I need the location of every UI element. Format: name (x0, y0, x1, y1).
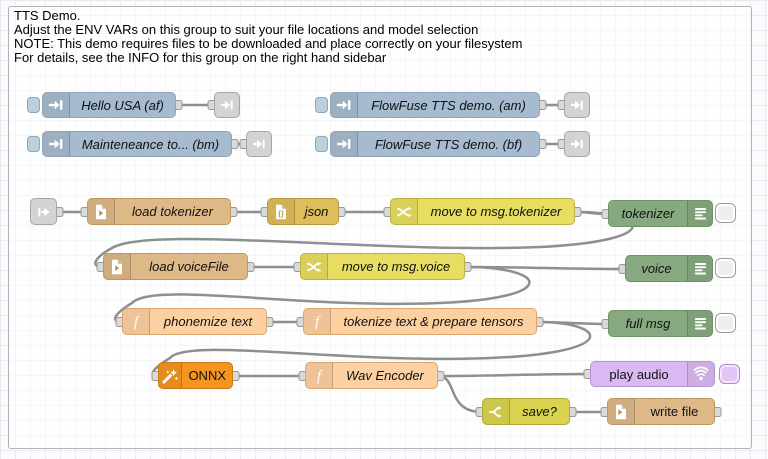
debug-icon (687, 311, 712, 336)
node-label: ONNX (188, 368, 226, 383)
debug-toggle-button[interactable] (715, 313, 736, 333)
node-json[interactable]: {} json (267, 198, 339, 225)
group-info-line: TTS Demo. (14, 8, 81, 23)
node-debug-voice[interactable]: voice (625, 255, 713, 282)
function-icon: f (306, 363, 333, 388)
wire[interactable] (151, 320, 592, 378)
node-label: voice (641, 261, 672, 276)
file-icon (88, 199, 115, 224)
wire[interactable] (113, 265, 531, 324)
node-label: json (304, 204, 329, 219)
node-label: FlowFuse TTS demo. (am) (371, 97, 526, 113)
json-icon: {} (268, 199, 295, 224)
group-info-line: NOTE: This demo requires files to be dow… (14, 36, 523, 51)
node-label: tokenizer (621, 206, 675, 221)
svg-text:f: f (315, 314, 321, 330)
link-out-icon (571, 139, 583, 149)
debug-icon (687, 256, 712, 281)
inject-button[interactable] (315, 97, 328, 113)
inject-button[interactable] (315, 136, 328, 152)
node-debug-full-msg[interactable]: full msg (608, 310, 713, 337)
node-load-voicefile[interactable]: load voiceFile (103, 253, 248, 280)
node-write-file[interactable]: write file (607, 398, 715, 425)
node-link-in[interactable] (30, 198, 57, 225)
debug-toggle-button[interactable] (715, 258, 736, 278)
node-label: phonemize text (163, 314, 253, 329)
debug-icon (687, 201, 712, 226)
node-label: move to msg.voice (341, 259, 451, 274)
svg-text:f: f (134, 314, 140, 330)
wire[interactable] (437, 374, 483, 414)
node-inject-maintenance[interactable]: Mainteneance to... (bm) (42, 131, 232, 157)
file-icon (104, 254, 131, 279)
node-play-audio[interactable]: play audio (590, 361, 715, 387)
inject-button[interactable] (27, 97, 40, 113)
link-out-icon (221, 100, 233, 110)
magic-wand-icon (159, 363, 183, 388)
change-shuffle-icon (301, 254, 328, 279)
node-label: full msg (625, 316, 671, 331)
node-inject-hello-usa[interactable]: Hello USA (af) (42, 92, 176, 118)
node-link-out[interactable] (214, 92, 240, 118)
node-link-out[interactable] (564, 92, 590, 118)
svg-text:{}: {} (278, 209, 284, 218)
node-switch-save[interactable]: save? (482, 398, 570, 425)
node-inject-flowfuse-am[interactable]: FlowFuse TTS demo. (am) (330, 92, 540, 118)
node-label: move to msg.tokenizer (430, 204, 562, 219)
inject-button[interactable] (27, 136, 40, 152)
link-in-icon (37, 207, 50, 216)
node-label: save? (522, 404, 557, 419)
link-out-icon (253, 139, 265, 149)
node-label: write file (650, 404, 699, 419)
node-inject-flowfuse-bf[interactable]: FlowFuse TTS demo. (bf) (330, 131, 540, 157)
node-label: load tokenizer (132, 204, 213, 219)
group-info-line: Adjust the ENV VARs on this group to sui… (14, 22, 479, 37)
node-label: Wav Encoder (346, 368, 424, 383)
group-info-line: For details, see the INFO for this group… (14, 50, 387, 65)
svg-text:f: f (317, 368, 323, 384)
group-info-text: TTS Demo. Adjust the ENV VARs on this gr… (14, 9, 522, 65)
node-label: FlowFuse TTS demo. (bf) (374, 136, 523, 152)
node-link-out[interactable] (564, 131, 590, 157)
node-load-tokenizer[interactable]: load tokenizer (87, 198, 231, 225)
node-move-to-msg-tokenizer[interactable]: move to msg.tokenizer (390, 198, 575, 225)
link-out-icon (571, 100, 583, 110)
node-onnx[interactable]: ONNX (158, 362, 233, 389)
switch-branch-icon (483, 399, 510, 424)
debug-toggle-button[interactable] (715, 203, 736, 223)
node-label: play audio (609, 366, 669, 382)
file-write-icon (608, 399, 635, 424)
node-label: tokenize text & prepare tensors (343, 314, 524, 329)
node-phonemize-text[interactable]: f phonemize text (122, 308, 267, 335)
node-link-out[interactable] (246, 131, 272, 157)
node-debug-tokenizer[interactable]: tokenizer (608, 200, 713, 227)
inject-arrow-icon (43, 93, 70, 117)
node-label: load voiceFile (149, 259, 229, 274)
wire[interactable] (437, 372, 591, 378)
node-wav-encoder[interactable]: f Wav Encoder (305, 362, 438, 389)
node-tokenize-text[interactable]: f tokenize text & prepare tensors (303, 308, 537, 335)
function-icon: f (304, 309, 331, 334)
node-label: Mainteneance to... (bm) (81, 136, 220, 152)
change-shuffle-icon (391, 199, 418, 224)
audio-button[interactable] (719, 364, 740, 384)
inject-arrow-icon (331, 93, 358, 117)
inject-arrow-icon (43, 132, 70, 156)
node-label: Hello USA (af) (81, 97, 164, 113)
node-move-to-msg-voice[interactable]: move to msg.voice (300, 253, 465, 280)
inject-arrow-icon (331, 132, 358, 156)
function-icon: f (123, 309, 150, 334)
audio-waves-icon (687, 362, 714, 386)
